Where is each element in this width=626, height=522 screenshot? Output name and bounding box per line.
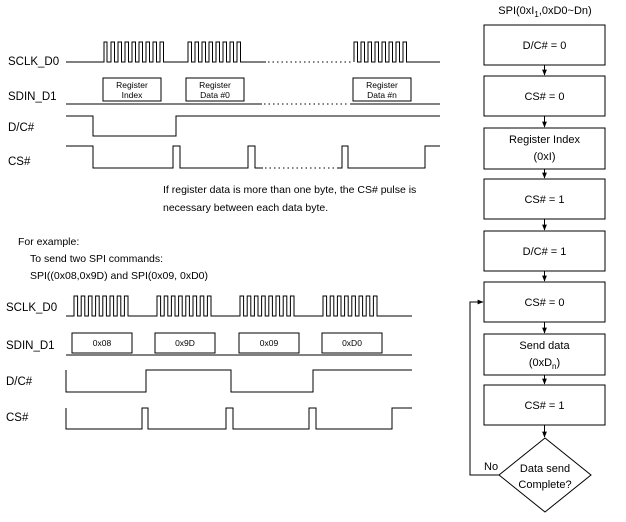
register-index-label-1: Register <box>116 80 148 90</box>
example-line-2: To send two SPI commands: <box>30 253 163 265</box>
svg-text:D/C# = 0: D/C# = 0 <box>523 40 567 52</box>
flow-box-send-data: Send data (0xDn) <box>483 333 606 376</box>
byte-label-0x09: 0x09 <box>260 338 279 348</box>
svg-text:CS# = 1: CS# = 1 <box>524 400 564 412</box>
svg-text:CS# = 0: CS# = 0 <box>524 297 564 309</box>
byte-box-0x9d: 0x9D <box>154 332 216 354</box>
byte-label-0xd0: 0xD0 <box>342 338 362 348</box>
timing-diagram-bottom: SCLK_D0 SDIN_D1 D/C# CS# 0x08 0x9D 0x09 … <box>6 295 412 430</box>
register-data-n-label-2: Data #n <box>367 90 397 100</box>
signal-label-cs: CS# <box>8 156 31 168</box>
signal-label-cs-2: CS# <box>6 412 29 424</box>
note-line-1: If register data is more than one byte, … <box>163 184 416 196</box>
signal-label-dc-2: D/C# <box>6 376 33 388</box>
example-line-3: SPI((0x08,0x9D) and SPI(0x09, 0xD0) <box>30 270 208 282</box>
register-data-n-box: Register Data #n <box>352 77 412 102</box>
register-data-n-label-1: Register <box>366 80 398 90</box>
register-data-0-label-2: Data #0 <box>200 90 230 100</box>
flow-box-dc-0: D/C# = 0 <box>483 24 606 66</box>
note-line-2: necessary between each data byte. <box>163 202 328 214</box>
signal-label-sdin: SDIN_D1 <box>8 91 57 103</box>
byte-box-0xd0: 0xD0 <box>321 332 383 354</box>
signal-label-sdin-2: SDIN_D1 <box>6 340 55 352</box>
register-data-0-label-1: Register <box>199 80 231 90</box>
example-line-1: For example: <box>18 236 79 248</box>
flow-loop-arrow <box>469 299 499 476</box>
flow-box-cs-1-loop: CS# = 1 <box>483 384 606 426</box>
sclk-waveform <box>66 41 266 63</box>
signal-label-dc: D/C# <box>8 122 35 134</box>
flowchart: SPI(0xI1,0xD0~Dn) D/C# = 0 CS# = 0 Regis… <box>469 5 606 513</box>
flow-decision-diamond: Data send Complete? <box>498 437 592 513</box>
cs-waveform-2 <box>65 407 412 430</box>
svg-text:CS# = 0: CS# = 0 <box>524 91 564 103</box>
svg-text:CS# = 1: CS# = 1 <box>524 194 564 206</box>
svg-text:Register Index: Register Index <box>509 134 580 146</box>
svg-text:(0xDn): (0xDn) <box>529 357 560 371</box>
register-index-label-2: Index <box>122 90 144 100</box>
flow-box-cs-0-loop: CS# = 0 <box>483 281 606 323</box>
svg-text:Data send: Data send <box>520 463 570 475</box>
flow-box-cs-1: CS# = 1 <box>483 178 606 220</box>
byte-label-0x08: 0x08 <box>93 338 112 348</box>
sclk-waveform-2 <box>66 295 412 317</box>
signal-label-sclk: SCLK_D0 <box>8 56 59 68</box>
flowchart-title: SPI(0xI1,0xD0~Dn) <box>498 5 591 19</box>
register-index-box: Register Index <box>102 77 162 102</box>
svg-text:D/C# = 1: D/C# = 1 <box>523 246 567 258</box>
register-data-0-box: Register Data #0 <box>185 77 245 102</box>
svg-text:Complete?: Complete? <box>518 479 571 491</box>
svg-text:(0xI): (0xI) <box>534 151 556 163</box>
timing-diagram-top: SCLK_D0 SDIN_D1 D/C# CS# Register Index … <box>8 41 440 169</box>
flow-box-cs-0: CS# = 0 <box>483 75 606 117</box>
dc-waveform <box>66 115 440 137</box>
byte-label-0x9d: 0x9D <box>175 338 195 348</box>
cs-waveform <box>66 145 263 169</box>
flow-box-register-index: Register Index (0xI) <box>483 127 606 170</box>
dc-waveform-2 <box>65 369 412 393</box>
sclk-waveform-tail <box>353 41 440 63</box>
svg-text:Send data: Send data <box>519 340 570 352</box>
no-label: No <box>484 461 498 473</box>
signal-label-sclk-2: SCLK_D0 <box>6 302 57 314</box>
flow-box-dc-1: D/C# = 1 <box>483 230 606 272</box>
byte-box-0x09: 0x09 <box>238 332 300 354</box>
cs-waveform-end <box>337 145 440 169</box>
byte-box-0x08: 0x08 <box>71 332 133 354</box>
